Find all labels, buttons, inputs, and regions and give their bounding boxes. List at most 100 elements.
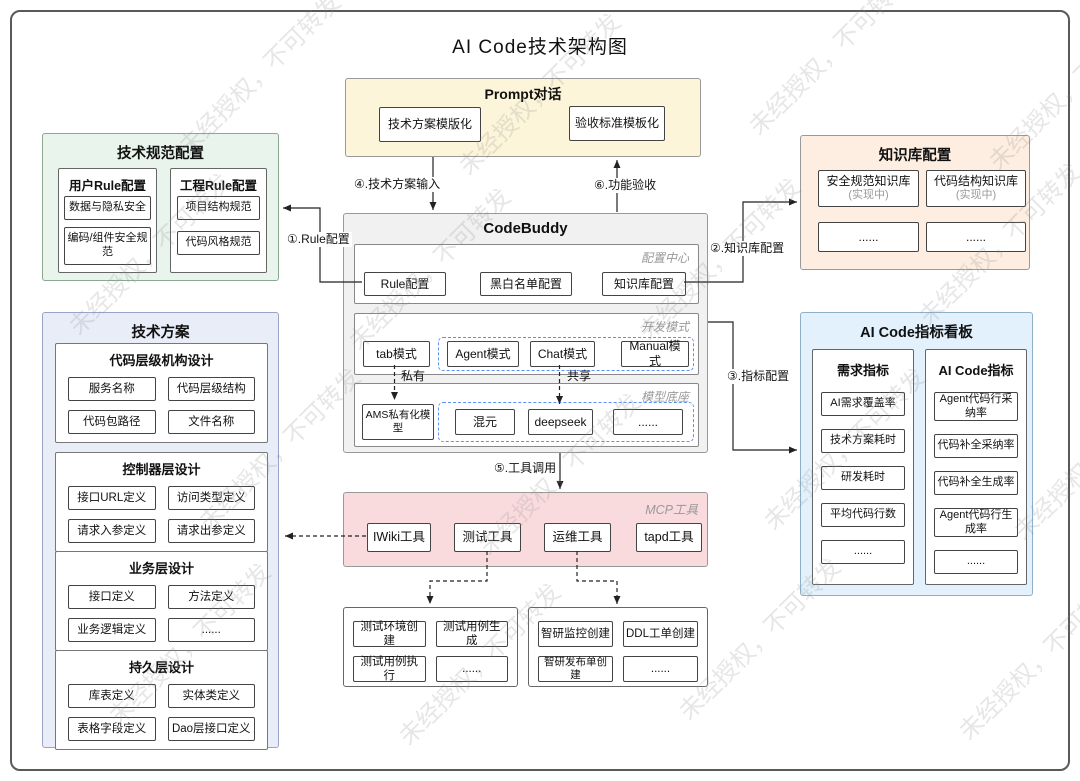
user-rule-item: 数据与隐私安全: [64, 196, 151, 220]
knowledge-base-panel: 知识库配置 安全规范知识库 (实现中) 代码结构知识库 (实现中) ......…: [800, 135, 1030, 270]
metric-item: 平均代码行数: [821, 503, 905, 527]
metric-item: Agent代码行生成率: [934, 508, 1018, 537]
project-rule-item: 代码风格规范: [177, 231, 260, 255]
dev-mode-label: 开发模式: [640, 320, 689, 334]
config-center-label: 配置中心: [640, 251, 689, 265]
plan-item: 接口定义: [68, 585, 156, 609]
spec-config-panel: 技术规范配置 用户Rule配置 数据与隐私安全 编码/组件安全规范 工程Rule…: [42, 133, 279, 281]
knowledge-item: 安全规范知识库 (实现中): [818, 170, 919, 207]
test-tools-panel: 测试环境创建 测试用例生成 测试用例执行 ......: [343, 607, 518, 687]
plan-item: 库表定义: [68, 684, 156, 708]
ops-tool-action: ......: [623, 656, 698, 682]
tech-plan-panel: 技术方案 代码层级机构设计 服务名称 代码层级结构 代码包路径 文件名称 控制器…: [42, 312, 279, 750]
project-rule-title: 工程Rule配置: [179, 179, 258, 193]
edge-label-metrics-config: ③.指标配置: [725, 369, 792, 384]
edge-label-tool-call: ⑤.工具调用: [492, 461, 559, 476]
plan-item: 方法定义: [167, 585, 255, 609]
column-title: AI Code指标: [938, 363, 1014, 378]
column-title: 需求指标: [836, 363, 889, 378]
ops-tools-panel: 智研监控创建 DDL工单创建 智研发布单创建 ......: [528, 607, 708, 687]
knowledge-config-item: 知识库配置: [602, 272, 686, 296]
chat-mode-item: Chat模式: [530, 341, 595, 367]
ops-tool-action: 智研监控创建: [538, 621, 613, 647]
plan-item: 文件名称: [167, 410, 255, 434]
spec-config-title: 技术规范配置: [117, 146, 204, 162]
metric-item: 代码补全生成率: [934, 471, 1018, 495]
tab-mode-item: tab模式: [363, 341, 430, 367]
plan-item: Dao层接口定义: [167, 717, 255, 741]
plan-item: 请求出参定义: [167, 519, 255, 543]
project-rule-item: 项目结构规范: [177, 196, 260, 220]
knowledge-item-label: 安全规范知识库: [826, 174, 911, 189]
test-tool-action: 测试用例生成: [435, 621, 508, 647]
plan-item: 表格字段定义: [68, 717, 156, 741]
knowledge-base-title: 知识库配置: [878, 148, 952, 164]
more-models-item: ......: [613, 409, 683, 435]
model-base-label: 模型底座: [640, 390, 689, 404]
prompt-item-tech-plan-template: 技术方案模版化: [379, 107, 481, 142]
metrics-board-panel: AI Code指标看板 需求指标 AI需求覆盖率 技术方案耗时 研发耗时 平均代…: [800, 312, 1033, 596]
rule-config-item: Rule配置: [364, 272, 446, 296]
edge-label-function-accept: ⑥.功能验收: [592, 178, 659, 193]
shared-modes-group: Agent模式 Chat模式 Manual模式: [438, 337, 694, 371]
metric-item: 研发耗时: [821, 466, 905, 490]
knowledge-item-label: 代码结构知识库: [933, 174, 1018, 189]
knowledge-item: ......: [818, 222, 919, 252]
shared-models-group: 混元 deepseek ......: [438, 402, 694, 442]
plan-item: 请求入参定义: [68, 519, 156, 543]
user-rule-title: 用户Rule配置: [68, 179, 147, 193]
tech-plan-title: 技术方案: [131, 325, 190, 341]
prompt-panel: Prompt对话 技术方案模版化 验收标准模板化: [345, 78, 701, 157]
dev-mode-section: 开发模式 tab模式 Agent模式 Chat模式 Manual模式: [354, 313, 699, 375]
prompt-item-acceptance-template: 验收标准模板化: [569, 106, 665, 141]
code-structure-section: 代码层级机构设计 服务名称 代码层级结构 代码包路径 文件名称: [55, 343, 268, 443]
metric-item: 代码补全采纳率: [934, 434, 1018, 458]
edge-label-shared: 共享: [567, 369, 592, 383]
config-center-section: 配置中心 Rule配置 黑白名单配置 知识库配置: [354, 244, 699, 304]
plan-item: 代码包路径: [68, 410, 156, 434]
plan-item: 业务逻辑定义: [68, 618, 156, 642]
manual-mode-item: Manual模式: [621, 339, 689, 368]
section-title: 持久层设计: [128, 660, 194, 675]
knowledge-item-status: (实现中): [955, 189, 997, 202]
metric-item: 技术方案耗时: [821, 429, 905, 453]
metric-item: ......: [934, 550, 1018, 574]
agent-mode-item: Agent模式: [447, 341, 519, 367]
ams-model-item: AMS私有化模型: [362, 404, 434, 440]
demand-metrics-column: 需求指标 AI需求覆盖率 技术方案耗时 研发耗时 平均代码行数 ......: [812, 349, 914, 585]
controller-layer-section: 控制器层设计 接口URL定义 访问类型定义 请求入参定义 请求出参定义: [55, 452, 268, 552]
hunyuan-model-item: 混元: [455, 409, 515, 435]
metrics-board-title: AI Code指标看板: [860, 325, 973, 341]
edge-label-knowledge-config: ②.知识库配置: [708, 241, 787, 256]
persistence-layer-section: 持久层设计 库表定义 实体类定义 表格字段定义 Dao层接口定义: [55, 650, 268, 750]
plan-item: 实体类定义: [167, 684, 255, 708]
metric-item: ......: [821, 540, 905, 564]
iwiki-tool-item: IWiki工具: [367, 523, 431, 552]
plan-item: ......: [167, 618, 255, 642]
business-layer-section: 业务层设计 接口定义 方法定义 业务逻辑定义 ......: [55, 551, 268, 651]
aicode-metrics-column: AI Code指标 Agent代码行采纳率 代码补全采纳率 代码补全生成率 Ag…: [925, 349, 1027, 585]
knowledge-item-status: (实现中): [848, 189, 889, 202]
mcp-panel: MCP工具 IWiki工具 测试工具 运维工具 tapd工具: [343, 492, 708, 567]
codebuddy-title: CodeBuddy: [483, 220, 568, 237]
plan-item: 接口URL定义: [68, 486, 156, 510]
ops-tool-action: 智研发布单创建: [538, 656, 613, 682]
mcp-label: MCP工具: [645, 503, 698, 517]
outer-frame: [10, 10, 1070, 771]
page-title: AI Code技术架构图: [452, 37, 628, 58]
test-tool-action: ......: [435, 656, 508, 682]
knowledge-item: ......: [926, 222, 1026, 252]
knowledge-item: 代码结构知识库 (实现中): [926, 170, 1026, 207]
metric-item: Agent代码行采纳率: [934, 392, 1018, 421]
prompt-panel-title: Prompt对话: [484, 86, 562, 102]
edge-label-rule-config: ①.Rule配置: [285, 232, 352, 247]
project-rule-box: 工程Rule配置 项目结构规范 代码风格规范: [170, 168, 267, 273]
test-tool-action: 测试环境创建: [353, 621, 426, 647]
plan-item: 访问类型定义: [167, 486, 255, 510]
section-title: 控制器层设计: [122, 462, 201, 477]
codebuddy-panel: CodeBuddy 配置中心 Rule配置 黑白名单配置 知识库配置 开发模式 …: [343, 213, 708, 453]
edge-label-private: 私有: [401, 369, 426, 383]
user-rule-box: 用户Rule配置 数据与隐私安全 编码/组件安全规范: [58, 168, 157, 273]
section-title: 业务层设计: [128, 561, 194, 576]
